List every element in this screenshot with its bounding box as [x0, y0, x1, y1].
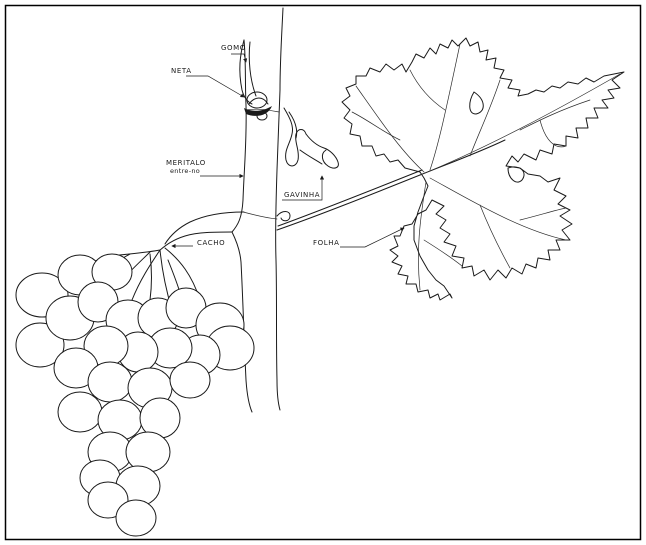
label-gomo: GOMO — [221, 44, 246, 52]
leader-lines — [172, 54, 404, 247]
grape-cluster — [16, 254, 254, 536]
tendril — [277, 108, 338, 221]
label-entre-no: entre-no — [170, 167, 200, 175]
label-meritalo: MERITALO — [166, 159, 206, 167]
label-neta: NETA — [171, 67, 192, 75]
leaf — [277, 38, 624, 300]
label-gavinha: GAVINHA — [284, 191, 320, 199]
label-cacho: CACHO — [197, 239, 225, 247]
label-folha: FOLHA — [313, 239, 340, 247]
